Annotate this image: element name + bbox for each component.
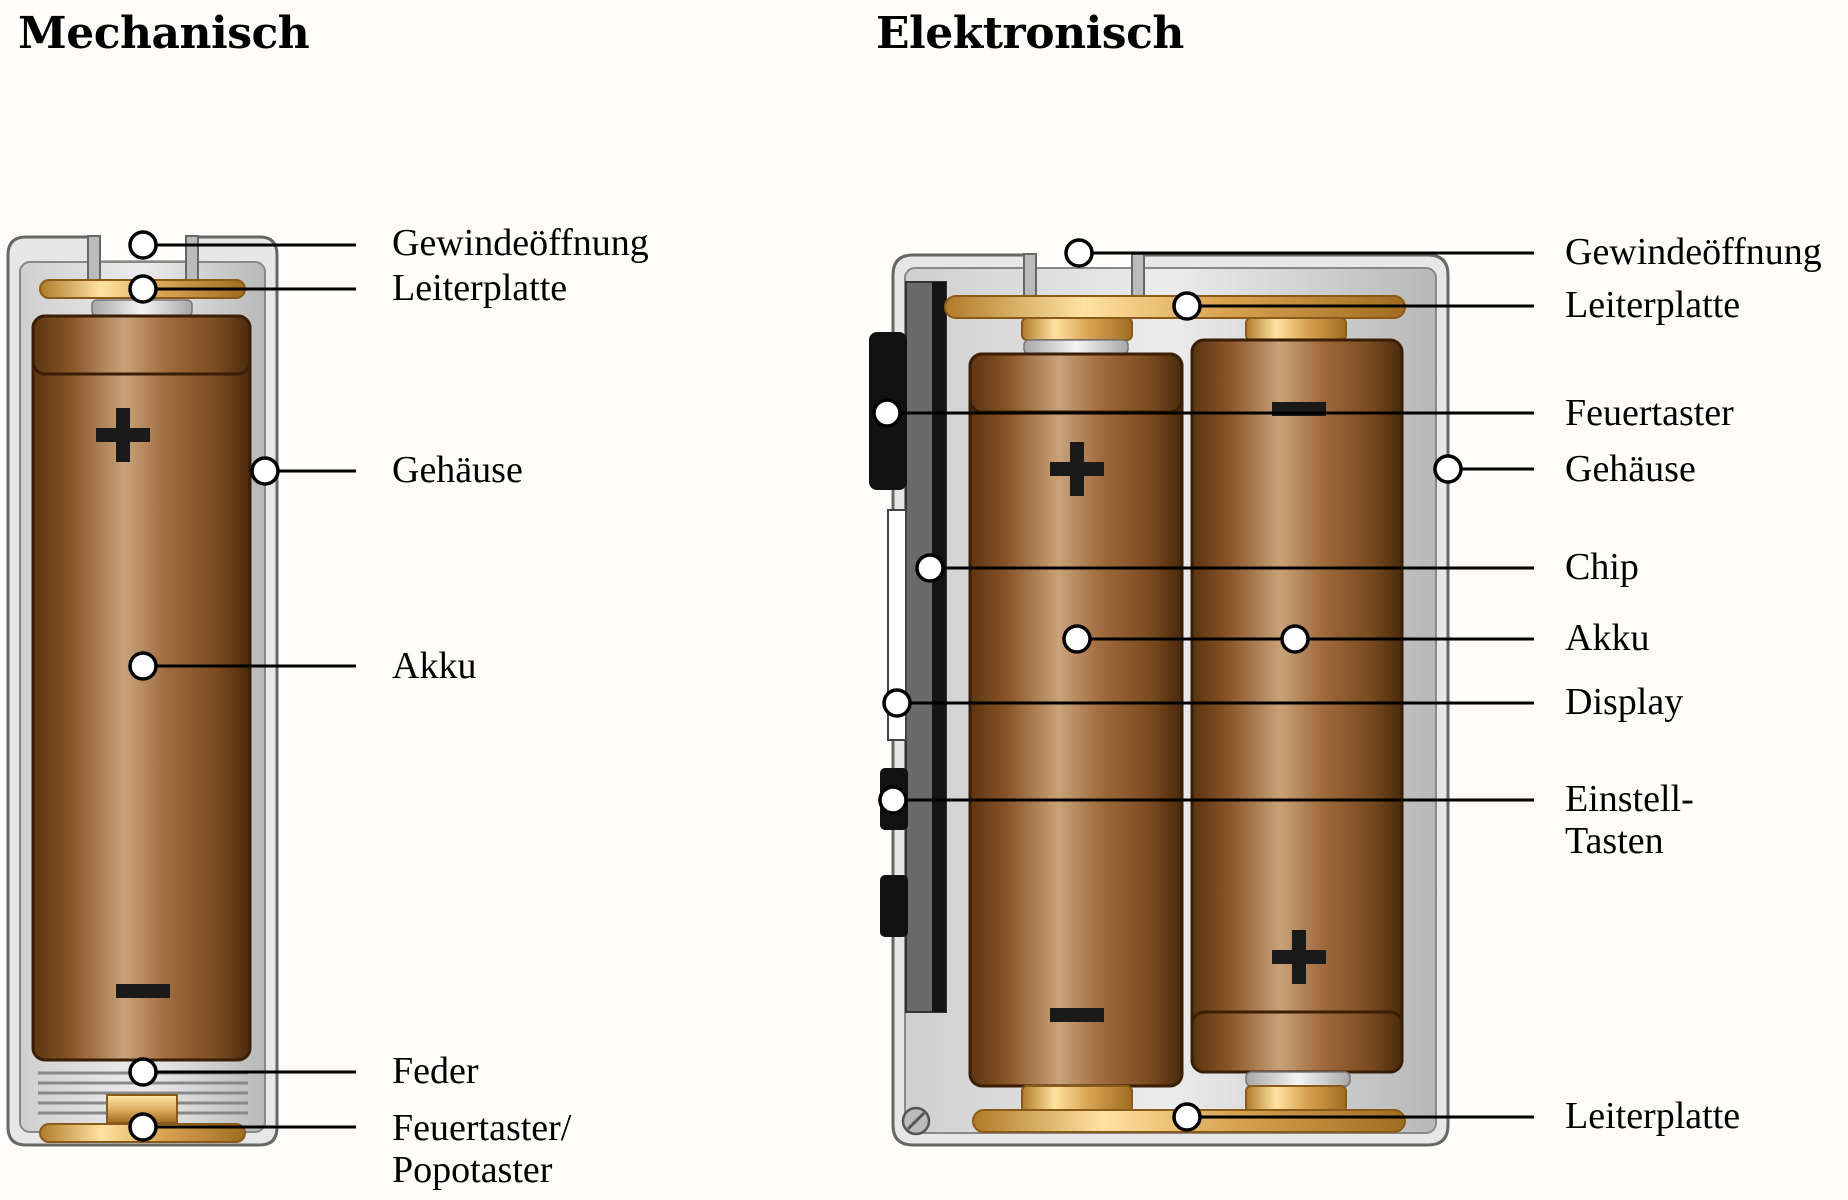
label-elec-display: Display: [1565, 681, 1684, 723]
mech-thread-left: [87, 235, 101, 283]
label-mech-gewindeoeffnung: Gewindeöffnung: [392, 222, 649, 264]
elec-markers: [872, 238, 1463, 1132]
label-mech-feuertaster: Feuertaster/: [392, 1107, 572, 1149]
label-elec-tasten: Tasten: [1565, 820, 1664, 862]
title-mechanical: Mechanisch: [18, 8, 310, 59]
marker-elec-gewinde: [1064, 238, 1094, 268]
label-elec-leiterplatte-top: Leiterplatte: [1565, 284, 1741, 326]
label-elec-leiterplatte-bottom: Leiterplatte: [1565, 1095, 1741, 1137]
elec-adjust-button-2: [880, 875, 908, 937]
mechanical-device: [6, 235, 279, 1147]
marker-elec-akku-right: [1280, 624, 1310, 654]
label-elec-gewindeoeffnung: Gewindeöffnung: [1565, 231, 1822, 273]
mech-leaders: [143, 243, 356, 1129]
elec-contact-right-top: [1245, 317, 1347, 341]
title-electronic: Elektronisch: [876, 8, 1184, 59]
marker-mech-gewinde: [128, 230, 158, 260]
elec-thread-right: [1131, 253, 1145, 297]
mech-markers: [128, 230, 280, 1142]
label-mech-akku: Akku: [392, 645, 477, 687]
label-mech-gehaeuse: Gehäuse: [392, 449, 523, 491]
label-elec-gehaeuse: Gehäuse: [1565, 448, 1696, 490]
label-mech-feder: Feder: [392, 1050, 479, 1092]
elec-chip-board-edge: [932, 282, 946, 1012]
mech-battery: [31, 314, 252, 1062]
label-elec-chip: Chip: [1565, 546, 1639, 588]
marker-elec-akku-left: [1062, 624, 1092, 654]
label-elec-akku: Akku: [1565, 617, 1650, 659]
elec-thread-left: [1023, 253, 1037, 297]
elec-steel-right-bottom: [1245, 1071, 1351, 1087]
marker-mech-gehaeuse: [250, 456, 280, 486]
elec-left-plus-h: [1050, 462, 1104, 476]
marker-elec-feuertaster: [872, 398, 902, 428]
marker-mech-leiterplatte: [128, 274, 158, 304]
mech-battery-cap: [31, 314, 252, 376]
elec-leaders: [887, 251, 1534, 1119]
label-mech-leiterplatte: Leiterplatte: [392, 267, 568, 309]
mech-plus-h: [96, 428, 150, 442]
electronic-device: [869, 253, 1450, 1147]
marker-mech-feder: [128, 1057, 158, 1087]
marker-elec-einstell: [878, 785, 908, 815]
marker-elec-leiterplatte-top: [1172, 291, 1202, 321]
elec-left-minus: [1050, 1008, 1104, 1022]
elec-contact-right-bottom: [1245, 1085, 1347, 1113]
elec-battery-right-cap: [1190, 1010, 1404, 1074]
marker-mech-feuertaster: [128, 1112, 158, 1142]
elec-steel-left-top: [1023, 339, 1129, 355]
marker-elec-display: [882, 688, 912, 718]
marker-elec-gehaeuse: [1433, 454, 1463, 484]
marker-mech-akku: [128, 651, 158, 681]
elec-contact-left-bottom: [1021, 1085, 1133, 1113]
mech-minus: [116, 984, 170, 998]
elec-battery-left-cap: [968, 352, 1184, 414]
mech-thread-right: [185, 235, 199, 283]
label-mech-popotaster: Popotaster: [392, 1149, 553, 1191]
label-elec-feuertaster: Feuertaster: [1565, 392, 1734, 434]
screw-slot: [906, 1111, 926, 1131]
marker-elec-chip: [915, 553, 945, 583]
elec-display: [887, 509, 907, 741]
label-elec-einstell: Einstell-: [1565, 778, 1694, 820]
elec-right-plus-h: [1272, 950, 1326, 964]
elec-contact-left-top: [1021, 317, 1133, 341]
marker-elec-leiterplatte-bottom: [1172, 1102, 1202, 1132]
